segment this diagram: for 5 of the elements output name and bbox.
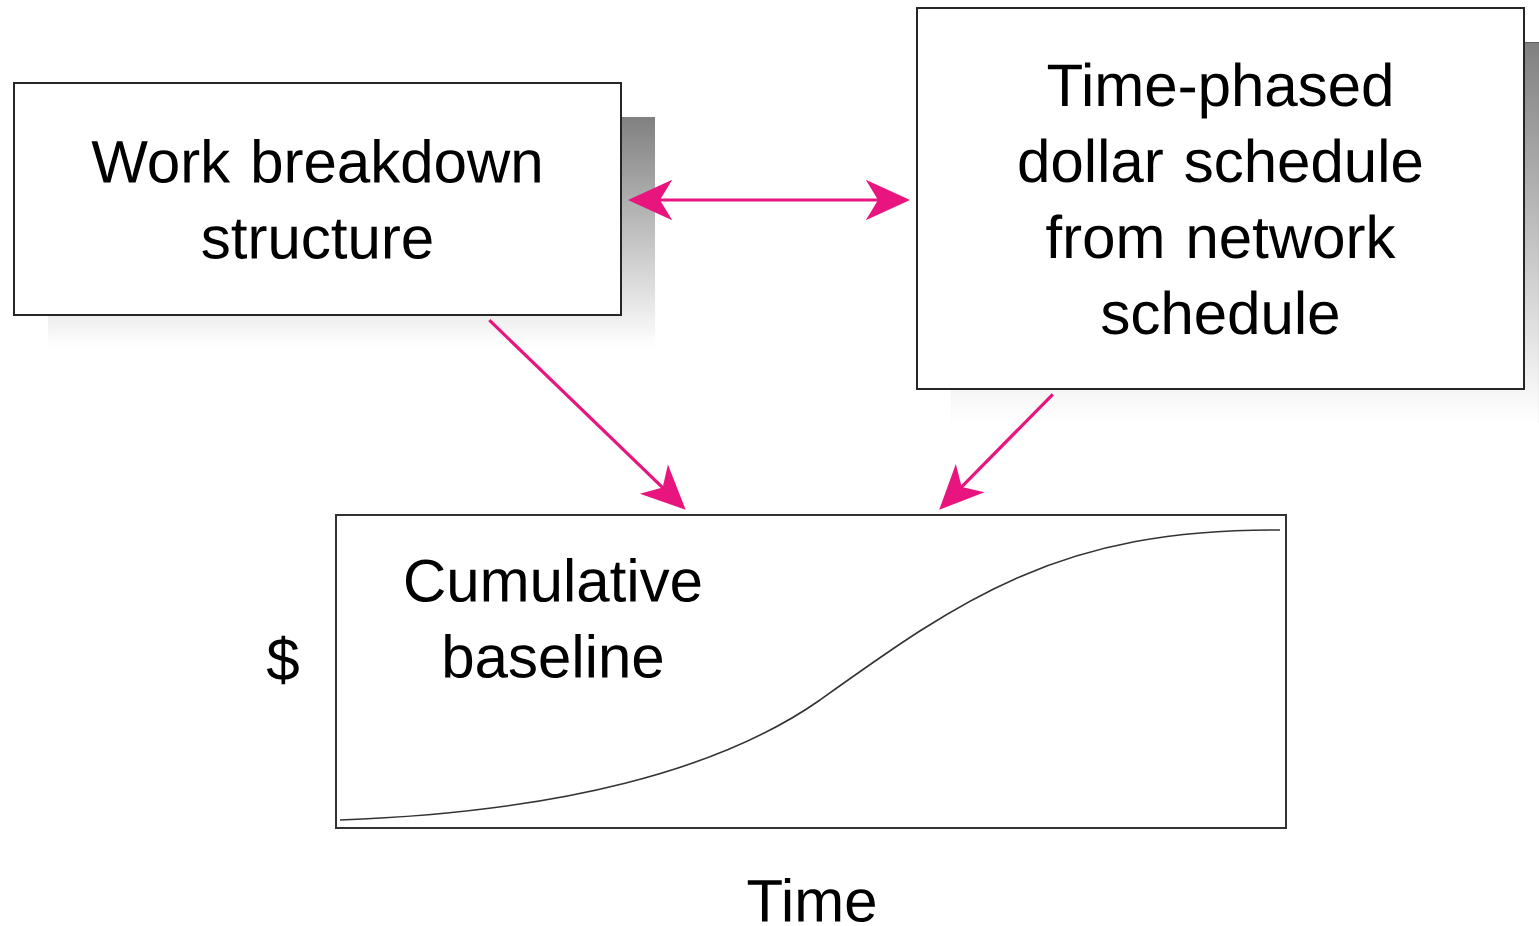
process-box: Work breakdown structure [13,82,655,349]
axis-label: $ [267,635,299,685]
axis-label: Time [747,877,875,923]
chart-box: Cumulative baseline [335,514,1287,829]
process-box: Time-phased dollar schedule from network schedule [916,7,1539,423]
